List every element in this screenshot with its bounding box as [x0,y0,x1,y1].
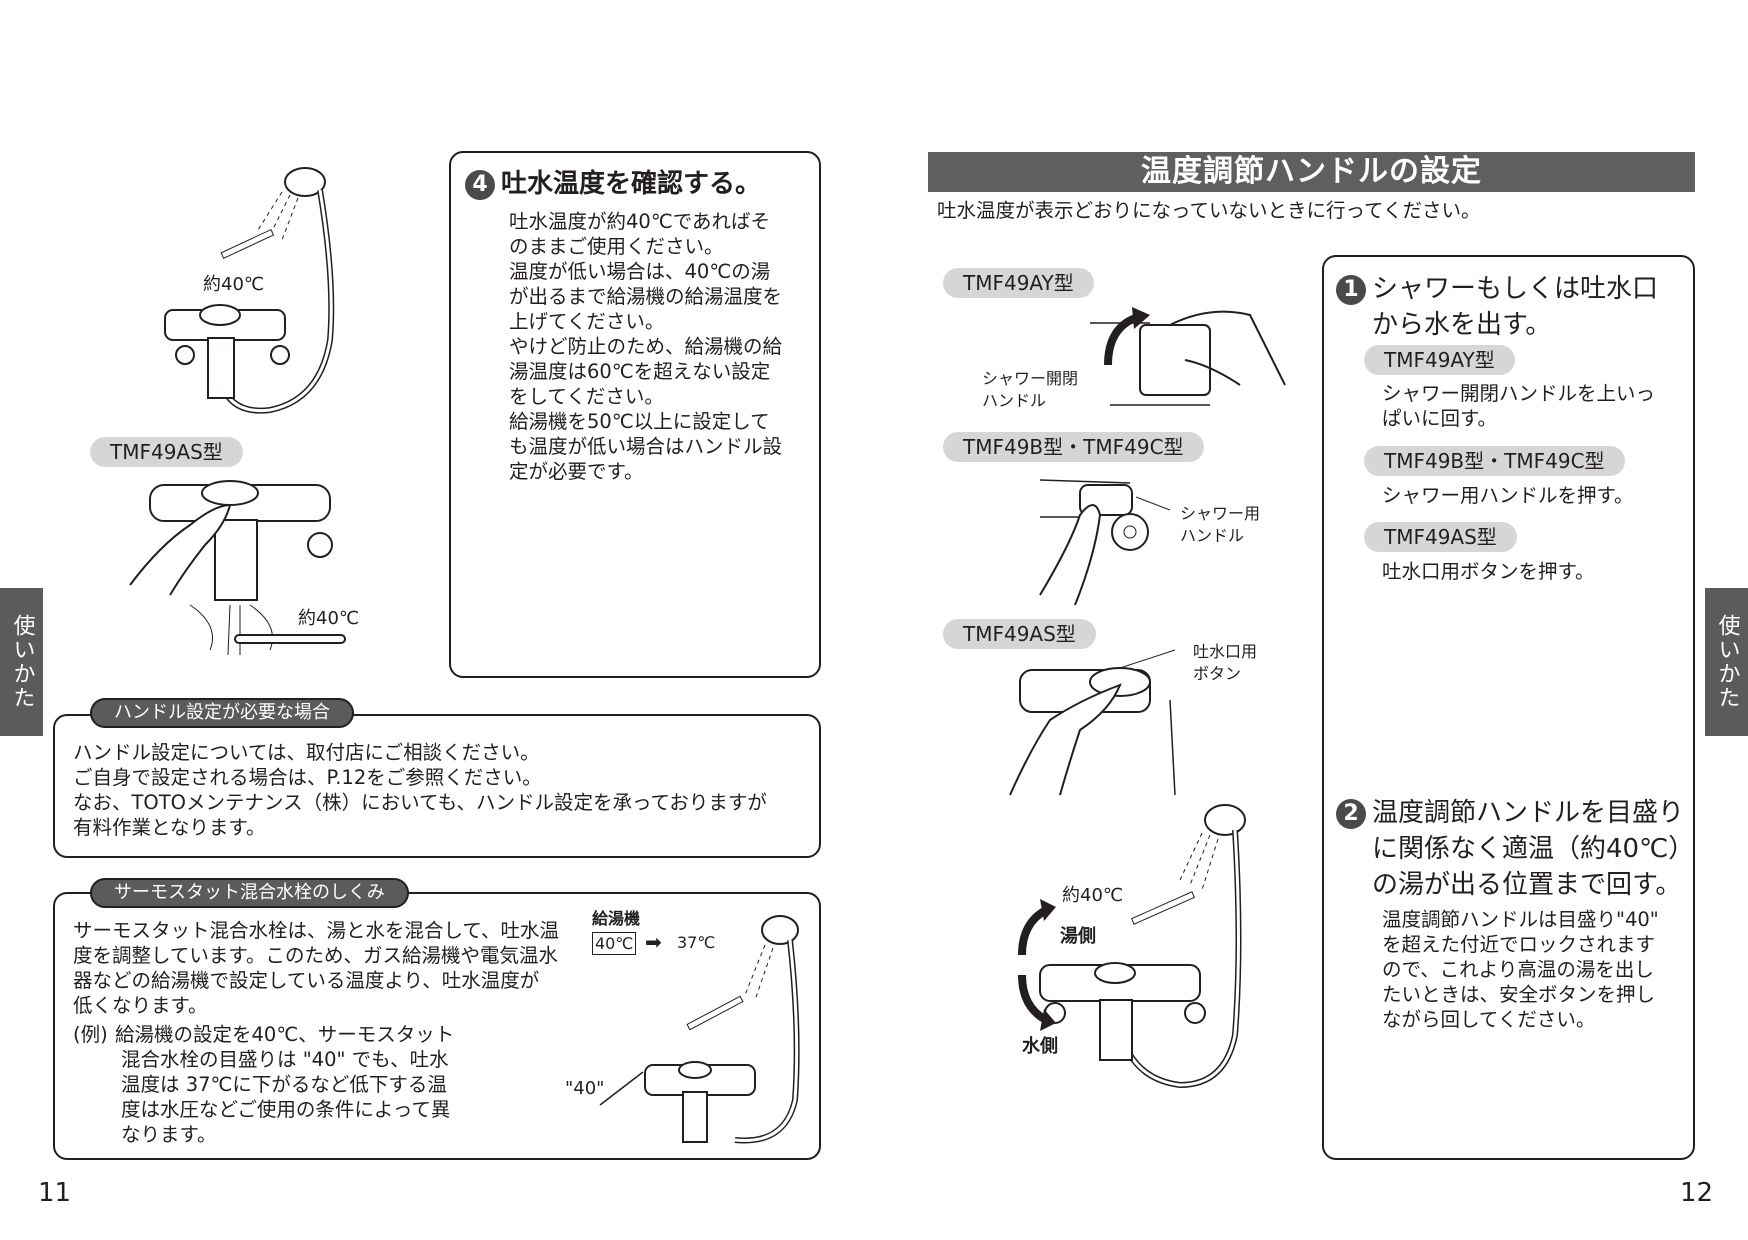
step1-model-as: TMF49AS型 [1364,522,1517,552]
right-temp-label: 約40℃ [1062,885,1124,906]
right-page-number: 12 [1680,1178,1714,1208]
thermostat-note-body: サーモスタット混合水栓は、湯と水を混合して、吐水温 度を調整しています。このため… [73,919,559,1017]
step4-body: 吐水温度が約40℃であればそ のままご使用ください。 温度が低い場合は、40℃の… [509,210,783,483]
step1-model-bc: TMF49B型・TMF49C型 [1364,446,1625,476]
bc-callout: シャワー用 ハンドル [1180,504,1261,545]
model-pill-tmf49bc: TMF49B型・TMF49C型 [943,432,1204,462]
shower-faucet-illustration [164,167,335,414]
right-side-tab: 使いかた [1705,588,1748,736]
top-temp-label: 約40℃ [203,274,265,295]
ay-callout: シャワー開閉 ハンドル [982,369,1079,410]
model-pill-tmf49as: TMF49AS型 [90,437,243,467]
hand-push-illustration [129,480,346,656]
shower-handle-bc-illustration [1039,479,1171,606]
left-side-tab: 使いかた [0,588,43,736]
model-pill-tmf49ay: TMF49AY型 [943,268,1094,298]
step1-model-ay: TMF49AY型 [1364,345,1515,375]
step1-number-icon: 1 [1336,274,1366,305]
dial-label: "40" [565,1078,605,1099]
section-header: 温度調節ハンドルの設定 [928,152,1695,192]
cold-side-label: 水側 [1022,1036,1058,1057]
handle-note-box: ハンドル設定については、取付店にご相談ください。 ご自身で設定される場合は、P.… [53,714,821,858]
temperature-handle-illustration [1018,804,1246,1089]
step1-model-as-text: 吐水口用ボタンを押す。 [1382,560,1595,583]
heater-label: 給湯機 [592,909,641,928]
thermostat-faucet-illustration [599,915,800,1144]
handle-note-label: ハンドル設定が必要な場合 [90,698,354,728]
hot-side-label: 湯側 [1060,926,1096,947]
shower-handle-ay-illustration [1090,307,1286,406]
model-pill-tmf49as-right: TMF49AS型 [943,619,1096,649]
step2-number-icon: 2 [1336,798,1366,829]
arrow-right-icon: ➡ [645,930,662,954]
handle-note-body: ハンドル設定については、取付店にご相談ください。 ご自身で設定される場合は、P.… [73,741,767,839]
thermostat-note-box: サーモスタット混合水栓は、湯と水を混合して、吐水温 度を調整しています。このため… [53,892,821,1160]
example-prefix: (例) [73,1023,108,1046]
section-subtitle: 吐水温度が表示どおりになっていないときに行ってください。 [937,199,1481,222]
as-callout: 吐水口用 ボタン [1193,642,1258,683]
thermostat-note-label: サーモスタット混合水栓のしくみ [90,878,409,908]
outlet-button-as-illustration [1009,649,1176,796]
bottom-temp-label: 約40℃ [298,608,360,629]
heater-temp: 40℃ [592,932,637,955]
step1-model-ay-text: シャワー開閉ハンドルを上いっ ぱいに回す。 [1382,382,1656,430]
example-body: 給湯機の設定を40℃、サーモスタット 混合水栓の目盛りは "40" でも、吐水 … [115,1023,455,1146]
step4-number-icon: 4 [465,169,495,200]
step2-body: 温度調節ハンドルは目盛り"40" を超えた付近でロックされます ので、これより高… [1382,908,1659,1031]
left-page-number: 11 [38,1178,72,1208]
outlet-temp: 37℃ [677,933,716,952]
step1-model-bc-text: シャワー用ハンドルを押す。 [1382,484,1634,507]
